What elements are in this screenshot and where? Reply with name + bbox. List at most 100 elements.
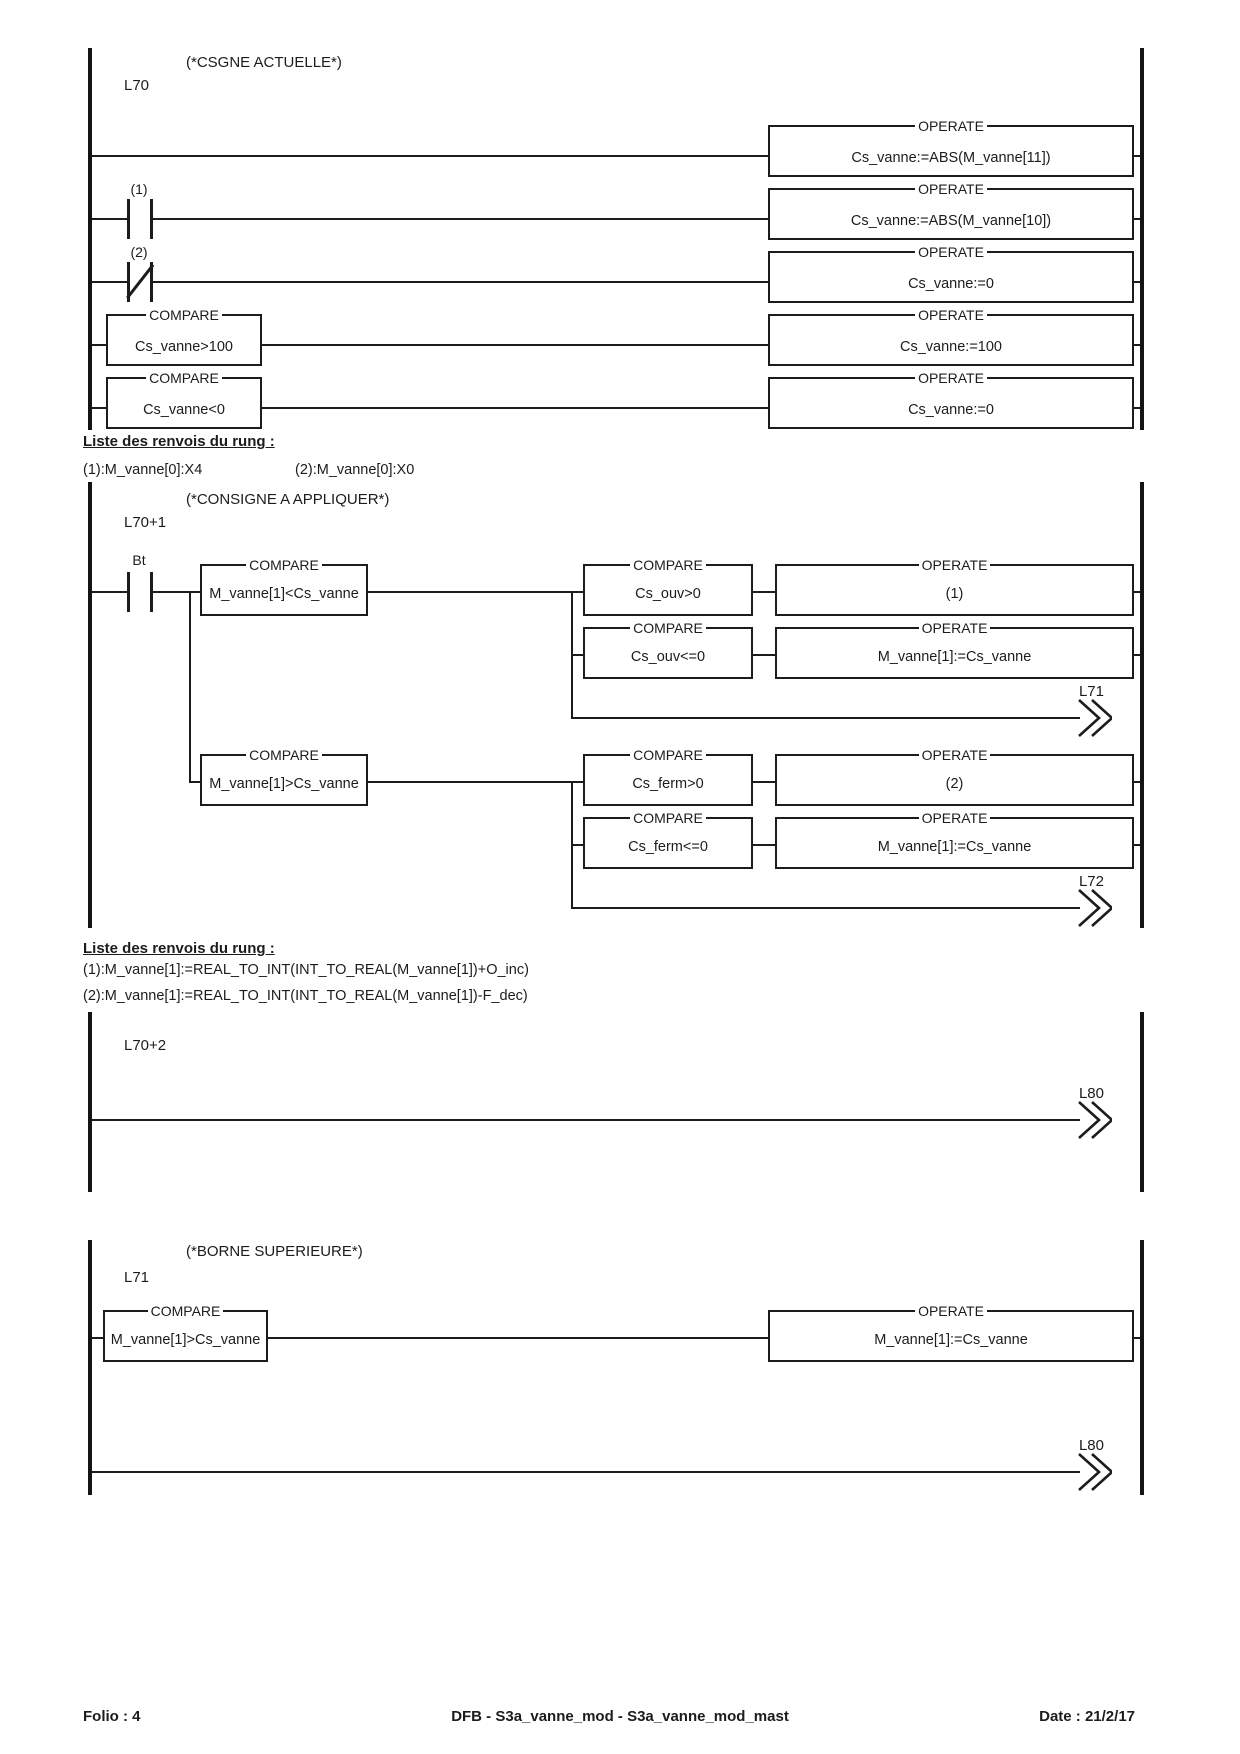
block-operand: Cs_vanne>100 (135, 339, 233, 355)
operate-block: OPERATE (2) (775, 747, 1134, 806)
compare-block: COMPARE M_vanne[1]>Cs_vanne (200, 747, 368, 806)
wire (1134, 591, 1140, 593)
rung-label: L70+1 (124, 514, 167, 531)
power-rail-right (1140, 1012, 1144, 1192)
rung-comment: (*CSGNE ACTUELLE*) (186, 54, 342, 71)
wire (92, 1119, 1080, 1121)
contact-ref-label: (2) (130, 244, 148, 260)
block-operand: (2) (945, 776, 964, 792)
wire (1134, 155, 1140, 157)
compare-block: COMPARE Cs_ferm>0 (583, 747, 753, 806)
block-operand: M_vanne[1]:=Cs_vanne (877, 839, 1032, 855)
block-title: COMPARE (105, 1303, 266, 1319)
block-operand: Cs_ferm<=0 (628, 839, 708, 855)
block-operand: Cs_ferm>0 (632, 776, 704, 792)
block-title: COMPARE (585, 747, 751, 763)
wire (92, 281, 127, 283)
wire (1134, 281, 1140, 283)
block-operand: Cs_vanne:=100 (900, 339, 1002, 355)
wire (1134, 344, 1140, 346)
power-rail-left (88, 482, 92, 928)
compare-block: COMPARE Cs_vanne<0 (106, 370, 262, 429)
wire (572, 717, 1080, 719)
wire (1134, 218, 1140, 220)
jump-label: L80 (1078, 1085, 1104, 1102)
power-rail-left (88, 1012, 92, 1192)
no-contact-bar (127, 199, 130, 239)
wire (153, 218, 768, 220)
compare-block: COMPARE Cs_ouv<=0 (583, 620, 753, 679)
jump-arrow-icon (1078, 699, 1112, 737)
wire (1134, 844, 1140, 846)
block-title: OPERATE (770, 370, 1132, 386)
wire (572, 781, 583, 783)
operate-block: OPERATE M_vanne[1]:=Cs_vanne (768, 1303, 1134, 1362)
operate-block: OPERATE M_vanne[1]:=Cs_vanne (775, 810, 1134, 869)
block-operand: (1) (945, 586, 964, 602)
jump-label: L80 (1078, 1437, 1104, 1454)
block-title: OPERATE (770, 244, 1132, 260)
jump-label: L72 (1078, 873, 1104, 890)
block-operand: M_vanne[1]:=Cs_vanne (874, 1332, 1028, 1348)
wire (92, 155, 768, 157)
block-title: OPERATE (777, 557, 1132, 573)
rung-comment: (*CONSIGNE A APPLIQUER*) (186, 491, 390, 508)
wire (368, 591, 572, 593)
block-operand: Cs_vanne:=ABS(M_vanne[10]) (850, 213, 1052, 229)
block-title: OPERATE (777, 620, 1132, 636)
jump-arrow-icon (1078, 1101, 1112, 1139)
wire (262, 407, 768, 409)
jump-arrow-icon (1078, 889, 1112, 927)
compare-block: COMPARE Cs_ouv>0 (583, 557, 753, 616)
rung-comment: (*BORNE SUPERIEURE*) (186, 1243, 363, 1260)
wire (262, 344, 768, 346)
contact-ref-label: Bt (132, 552, 146, 568)
block-operand: Cs_ouv>0 (635, 586, 701, 602)
wire (753, 781, 775, 783)
compare-block: COMPARE Cs_vanne>100 (106, 307, 262, 366)
wire (753, 844, 775, 846)
wire (572, 654, 583, 656)
renvoi-item: (2):M_vanne[1]:=REAL_TO_INT(INT_TO_REAL(… (83, 988, 528, 1004)
block-operand: M_vanne[1]>Cs_vanne (110, 1332, 261, 1348)
wire (153, 591, 190, 593)
wire (92, 1337, 103, 1339)
footer-folio: Folio : 4 (83, 1708, 141, 1725)
no-contact-bar (127, 572, 130, 612)
wire (753, 591, 775, 593)
renvoi-item: (2):M_vanne[0]:X0 (295, 462, 415, 478)
nc-contact-bar (150, 262, 153, 302)
wire (92, 218, 127, 220)
block-title: OPERATE (777, 747, 1132, 763)
nc-contact-bar (127, 262, 130, 302)
operate-block: OPERATE Cs_vanne:=0 (768, 244, 1134, 303)
wire (368, 781, 572, 783)
operate-block: OPERATE Cs_vanne:=0 (768, 370, 1134, 429)
compare-block: COMPARE M_vanne[1]>Cs_vanne (103, 1303, 268, 1362)
block-title: OPERATE (777, 810, 1132, 826)
wire (1134, 407, 1140, 409)
renvoi-item: (1):M_vanne[0]:X4 (83, 462, 203, 478)
jump-label: L71 (1078, 683, 1104, 700)
renvois-title: Liste des renvois du rung : (83, 433, 275, 450)
wire (1134, 654, 1140, 656)
block-operand: M_vanne[1]>Cs_vanne (209, 776, 359, 792)
block-title: OPERATE (770, 307, 1132, 323)
block-operand: M_vanne[1]:=Cs_vanne (877, 649, 1032, 665)
wire (92, 591, 127, 593)
block-operand: Cs_vanne:=0 (908, 402, 994, 418)
wire (190, 781, 200, 783)
block-title: COMPARE (585, 810, 751, 826)
operate-block: OPERATE Cs_vanne:=ABS(M_vanne[10]) (768, 181, 1134, 240)
footer-title: DFB - S3a_vanne_mod - S3a_vanne_mod_mast (451, 1708, 789, 1725)
rung-label: L70 (124, 77, 150, 94)
rung-label: L70+2 (124, 1037, 167, 1054)
block-operand: Cs_vanne<0 (143, 402, 225, 418)
renvois-title: Liste des renvois du rung : (83, 940, 275, 957)
jump-arrow-icon (1078, 1453, 1112, 1491)
wire (268, 1337, 768, 1339)
wire (572, 844, 583, 846)
block-title: OPERATE (770, 1303, 1132, 1319)
wire (1134, 1337, 1140, 1339)
